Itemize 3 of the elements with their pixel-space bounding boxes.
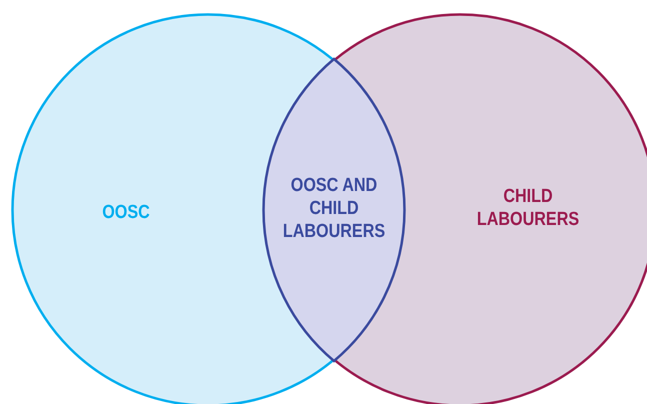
region-label: OOSC AND CHILD LABOURERS bbox=[282, 174, 386, 243]
region-label: OOSC bbox=[101, 201, 151, 224]
region-label: CHILD LABOURERS bbox=[476, 185, 580, 231]
